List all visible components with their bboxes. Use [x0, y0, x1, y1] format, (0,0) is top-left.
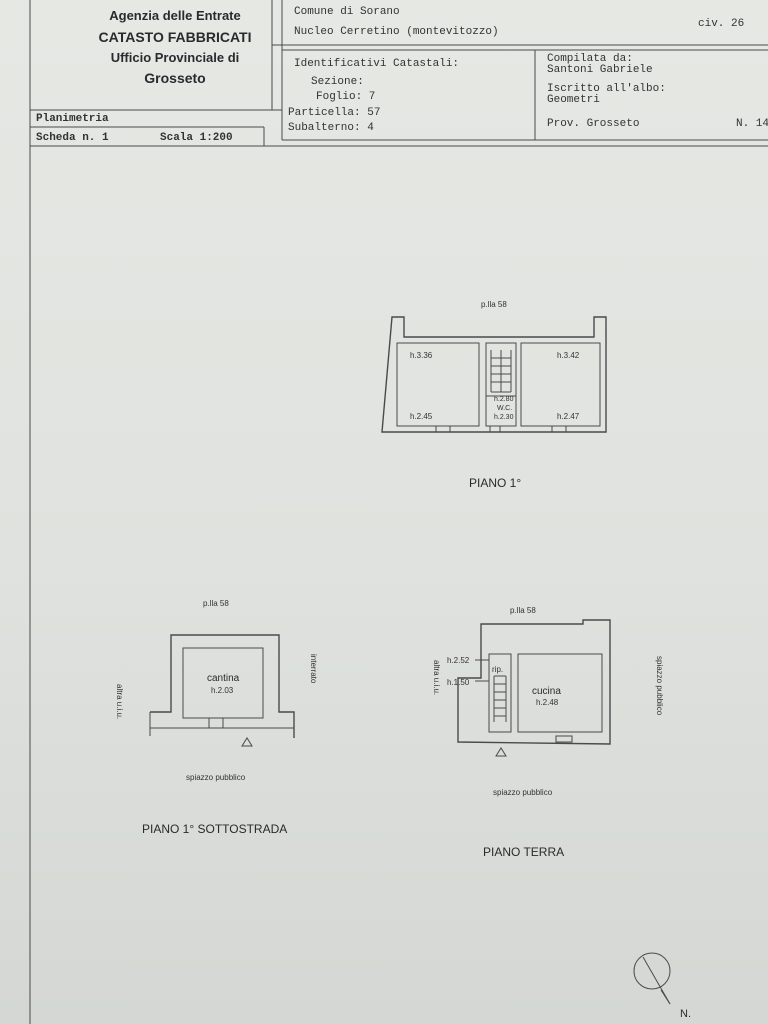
subalterno: Subalterno: 4	[288, 122, 374, 134]
terra-rip: rip.	[492, 665, 504, 674]
scala-label: Scala 1:200	[160, 132, 233, 144]
terra-room: cucina	[532, 686, 561, 697]
sottostrada-h: h.2.03	[211, 686, 234, 695]
piano1-title: PIANO 1°	[469, 476, 522, 490]
identificativi-label: Identificativi Catastali:	[294, 58, 460, 70]
compilatore: Santoni Gabriele	[547, 64, 653, 76]
civico: civ. 26	[698, 18, 745, 30]
sottostrada-left-side: altra u.i.u.	[115, 684, 124, 720]
terra-right-side: spiazzo pubblico	[655, 656, 664, 716]
terra-h: h.2.48	[536, 698, 559, 707]
terra-title: PIANO TERRA	[483, 845, 565, 859]
iscritto-label: Iscritto all'albo:	[547, 83, 666, 95]
provincia: Prov. Grosseto	[547, 118, 640, 130]
terra-h2: h.1.50	[447, 678, 470, 687]
piano1-wc: W.C.	[497, 405, 513, 412]
albo: Geometri	[547, 94, 600, 106]
north-label: N.	[680, 1008, 691, 1020]
scheda-label: Scheda n. 1	[36, 132, 109, 144]
catasto-title: CATASTO FABBRICATI	[98, 29, 252, 45]
sottostrada-plla: p.lla 58	[203, 599, 229, 608]
terra-h1: h.2.52	[447, 656, 470, 665]
comune: Comune di Sorano	[294, 6, 400, 18]
piano1-h-top-right: h.3.42	[557, 351, 580, 360]
piano1-h-bottom-right: h.2.47	[557, 412, 580, 421]
terra-left-side: altra u.i.u.	[432, 660, 441, 696]
agency-name: Agenzia delle Entrate	[109, 8, 241, 23]
piano1-h-wc-bottom: h.2.30	[494, 414, 514, 421]
foglio: Foglio: 7	[316, 91, 376, 103]
sezione: Sezione:	[311, 76, 364, 88]
planimetria-label: Planimetria	[36, 113, 109, 125]
terra-plla: p.lla 58	[510, 606, 536, 615]
particella: Particella: 57	[288, 107, 381, 119]
nucleo: Nucleo Cerretino (montevitozzo)	[294, 26, 499, 38]
piano1-h-bottom-left: h.2.45	[410, 412, 433, 421]
piano1-plla: p.lla 58	[481, 300, 507, 309]
numero-albo: N. 14	[736, 118, 768, 130]
piano1-h-top-left: h.3.36	[410, 351, 433, 360]
compilata-label: Compilata da:	[547, 53, 633, 65]
sottostrada-bottom: spiazzo pubblico	[186, 773, 246, 782]
city-name: Grosseto	[144, 70, 206, 86]
sottostrada-room: cantina	[207, 673, 240, 684]
terra-bottom: spiazzo pubblico	[493, 788, 553, 797]
sottostrada-title: PIANO 1° SOTTOSTRADA	[142, 822, 288, 836]
ufficio-label: Ufficio Provinciale di	[110, 50, 240, 65]
sottostrada-right-side: interrato	[309, 654, 318, 684]
piano1-h-wc-top: h.2.80	[494, 396, 514, 403]
